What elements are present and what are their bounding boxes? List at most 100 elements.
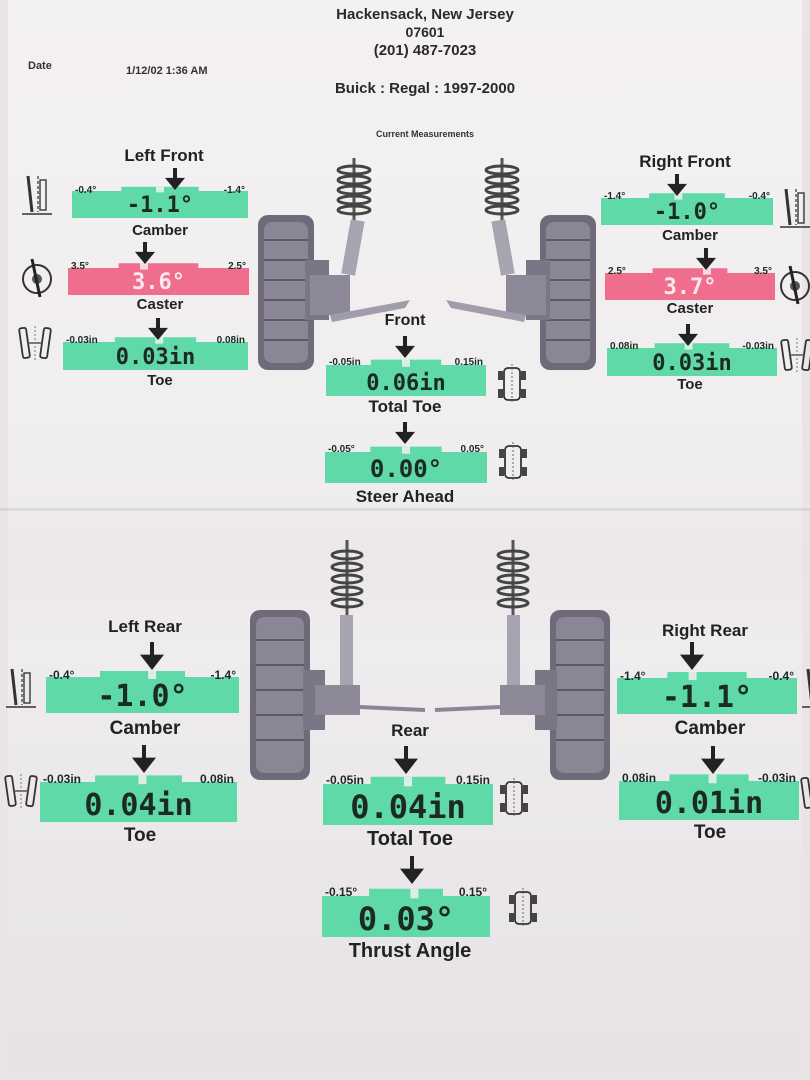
gauge-high-limit: 0.05° (460, 444, 484, 455)
camber-diagram-icon (802, 668, 810, 708)
rear-suspension-illustration (250, 540, 610, 780)
gauge-value: 0.04in (350, 788, 466, 826)
vehicle-top-view-icon (500, 778, 528, 818)
arrow-down-icon (132, 745, 156, 773)
gauge-background (40, 775, 237, 822)
section-title: Current Measurements (375, 129, 475, 139)
camber-diagram-icon (6, 668, 36, 708)
gauge-low-limit: 0.08in (610, 341, 639, 352)
steer-ahead-gauge: -0.05° 0.05° 0.00° (325, 443, 487, 483)
arrow-down-icon (680, 642, 704, 670)
right-front-camber-gauge: -1.4°-0.4°-1.0° (601, 190, 773, 225)
date-label: Date (28, 60, 52, 72)
gauge-background (326, 359, 486, 396)
gauge-low-limit: -0.03in (43, 772, 82, 786)
gauge-background (63, 337, 248, 370)
gauge-label: Thrust Angle (348, 940, 472, 962)
gauge-value: 0.06in (366, 371, 446, 396)
gauge-background (323, 776, 493, 825)
arrow-down-icon (696, 248, 716, 270)
vehicle-top-view-icon (498, 364, 526, 404)
gauge-high-limit: -0.4° (768, 669, 794, 683)
gauge-label: Camber (662, 227, 718, 244)
gauge-low-limit: -1.4° (620, 669, 646, 683)
arrow-down-icon (394, 746, 418, 774)
strut-assembly-icon (310, 158, 410, 322)
gauge-label: Toe (693, 822, 727, 843)
date-value: 1/12/02 1:36 AM (126, 65, 208, 77)
gauge-value: 3.6° (132, 270, 185, 295)
front-suspension-illustration (258, 158, 596, 370)
toe-diagram-icon (4, 774, 38, 810)
left-front-title: Left Front (124, 146, 204, 165)
strut-assembly-icon (315, 540, 426, 715)
gauge-high-limit: -0.03in (742, 341, 774, 352)
gauge-label: Total Toe (367, 828, 453, 850)
gauge-background (322, 888, 490, 937)
gauge-value: -1.0° (653, 200, 721, 225)
gauge-high-limit: -0.03in (757, 771, 796, 785)
gauge-background (617, 672, 797, 714)
gauge-low-limit: -0.05in (326, 773, 365, 787)
gauge-background (619, 774, 799, 820)
gauge-background (68, 263, 249, 295)
gauge-label: Toe (677, 376, 703, 393)
gauge-background (607, 343, 777, 376)
gauge-value: -1.1° (661, 680, 753, 715)
gauge-label: Toe (147, 372, 173, 389)
gauge-high-limit: 0.08in (216, 335, 245, 346)
shop-city: Hackensack, New Jersey (336, 6, 514, 23)
arrow-down-icon (165, 168, 185, 190)
gauge-low-limit: -0.05° (328, 444, 355, 455)
gauge-high-limit: -1.4° (223, 185, 245, 196)
strut-assembly-icon (434, 540, 545, 715)
arrow-down-icon (140, 642, 164, 670)
toe-diagram-icon (800, 776, 810, 809)
vehicle-top-view-icon (499, 442, 527, 482)
camber-diagram-icon (22, 175, 52, 215)
gauge-low-limit: -0.05in (329, 357, 361, 368)
right-front-toe-gauge: 0.08in -0.03in 0.03in (607, 340, 777, 376)
arrow-down-icon (678, 324, 698, 346)
gauge-label: Caster (666, 300, 714, 317)
gauge-value: 0.01in (654, 786, 764, 821)
gauge-label: Total Toe (368, 397, 442, 416)
gauge-high-limit: 3.5° (754, 266, 772, 277)
gauge-background (605, 268, 775, 300)
left-front-camber-gauge: -0.4° -1.4° -1.1° (72, 184, 248, 218)
gauge-low-limit: 0.08in (622, 771, 657, 785)
arrow-down-icon (701, 746, 725, 774)
arrow-down-icon (667, 174, 687, 196)
thrust-angle-gauge: -0.15°0.15°0.03° (322, 884, 490, 938)
gauge-value: -1.1° (126, 193, 194, 218)
vehicle-top-view-icon (509, 888, 537, 928)
gauge-value: 0.00° (369, 455, 443, 483)
shop-phone: (201) 487-7023 (373, 42, 477, 59)
toe-diagram-icon (18, 326, 52, 362)
gauge-value: 0.03in (652, 351, 732, 376)
gauge-low-limit: -1.4° (604, 191, 626, 202)
gauge-background (46, 671, 239, 713)
gauge-low-limit: -0.4° (75, 185, 97, 196)
right-rear-camber-gauge: -1.4° -0.4° -1.1° (617, 668, 797, 715)
gauge-high-limit: 2.5° (228, 261, 246, 272)
gauge-low-limit: 2.5° (608, 266, 626, 277)
front-title: Front (384, 312, 426, 329)
gauge-label: Caster (136, 296, 184, 313)
camber-diagram-icon (780, 188, 810, 228)
gauge-low-limit: -0.15° (325, 885, 358, 899)
gauge-background (601, 193, 773, 225)
caster-diagram-icon (780, 265, 810, 305)
right-rear-title: Right Rear (662, 621, 748, 640)
tire-icon (250, 610, 325, 780)
strut-assembly-icon (446, 158, 546, 322)
gauge-value: 0.03in (115, 345, 196, 370)
gauge-label: Camber (109, 718, 181, 739)
paper-fold (0, 508, 810, 511)
gauge-label: Steer Ahead (355, 487, 455, 506)
gauge-high-limit: 0.15in (454, 357, 483, 368)
vehicle-name: Buick : Regal : 1997-2000 (334, 80, 516, 97)
